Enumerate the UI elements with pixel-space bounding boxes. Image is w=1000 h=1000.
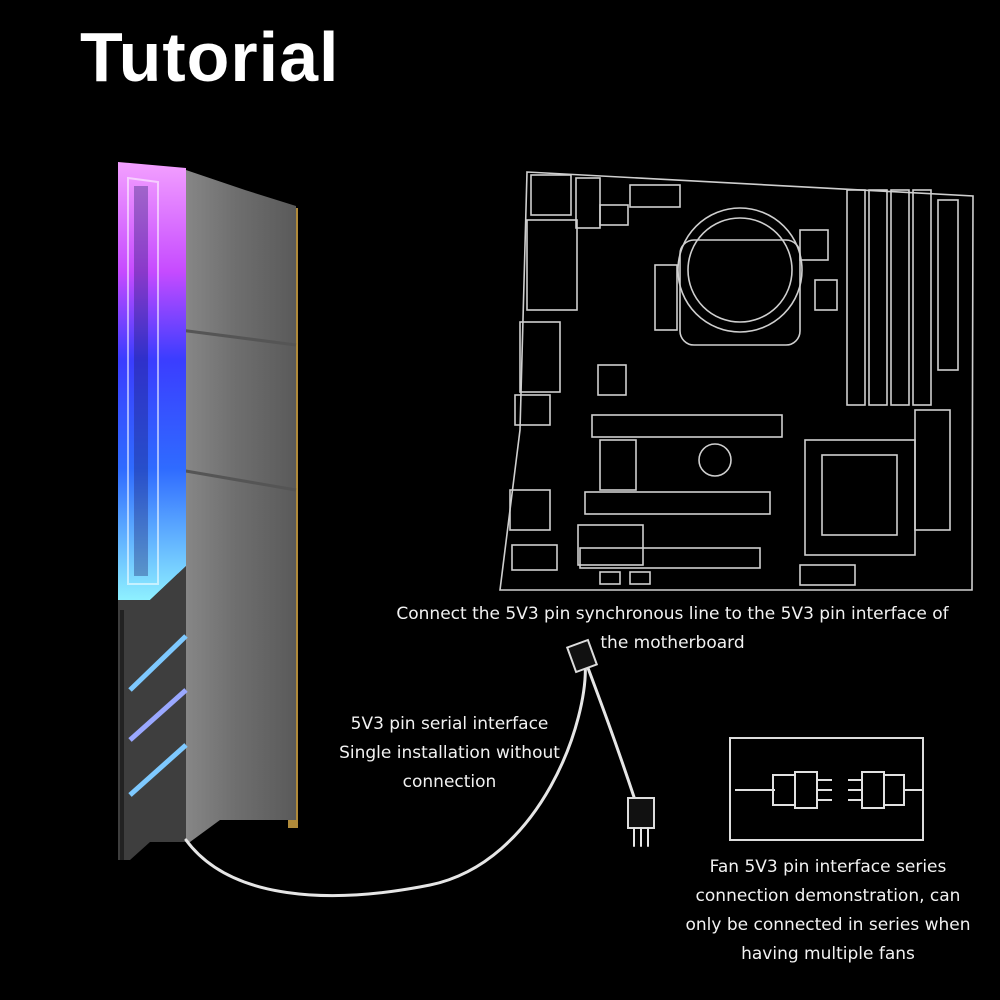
ram-module-image — [118, 162, 298, 860]
connector-pair-image — [735, 771, 922, 809]
caption-line: Single installation without — [339, 743, 560, 763]
caption-line: connection demonstration, can — [695, 886, 961, 906]
fan-caption: Fan 5V3 pin interface series connection … — [672, 853, 984, 969]
caption-line: 5V3 pin serial interface — [350, 714, 549, 734]
caption-line: Fan 5V3 pin interface series — [709, 857, 947, 877]
connector-demo-frame — [729, 737, 924, 841]
caption-line: the motherboard — [600, 633, 745, 653]
rgb-cable-image — [184, 638, 655, 898]
motherboard-outline-image — [499, 171, 974, 591]
caption-line: having multiple fans — [741, 944, 915, 964]
caption-line: connection — [402, 772, 497, 792]
caption-line: Connect the 5V3 pin synchronous line to … — [396, 604, 949, 624]
caption-line: only be connected in series when — [685, 915, 971, 935]
serial-caption: 5V3 pin serial interface Single installa… — [322, 710, 577, 797]
page-title: Tutorial — [80, 18, 340, 96]
motherboard-caption: Connect the 5V3 pin synchronous line to … — [380, 600, 965, 658]
